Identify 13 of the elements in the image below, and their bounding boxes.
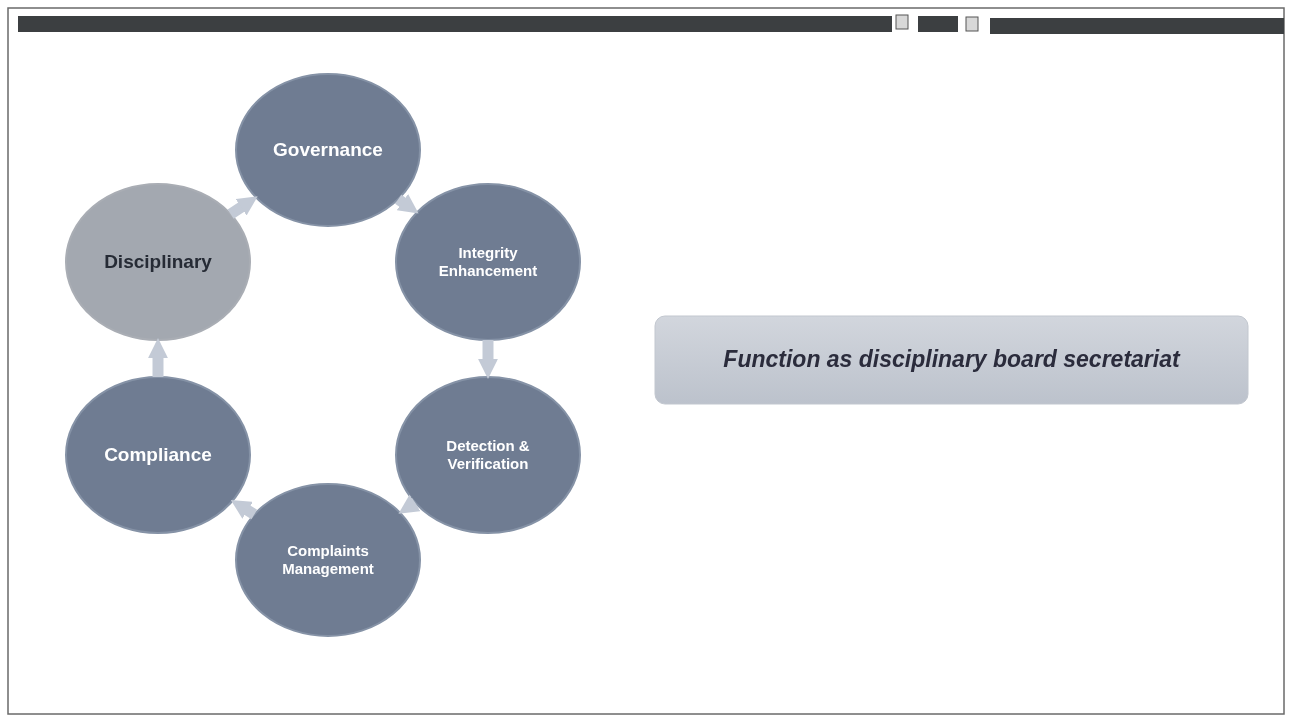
step-label: Detection & Verification	[445, 437, 531, 473]
step-label: Complaints Management	[281, 542, 375, 578]
flow-arrow	[478, 340, 498, 379]
step-label: Disciplinary	[104, 250, 212, 274]
callout-text: Function as disciplinary board secretariat	[723, 346, 1180, 374]
step-label: Governance	[273, 138, 383, 162]
step-label: Integrity Enhancement	[437, 244, 539, 280]
flow-arrow	[398, 494, 421, 514]
flow-arrow	[230, 499, 258, 520]
flow-arrow	[148, 338, 168, 377]
step-label: Compliance	[104, 443, 212, 467]
flow-arrow	[395, 193, 419, 214]
flow-arrow	[227, 196, 258, 219]
